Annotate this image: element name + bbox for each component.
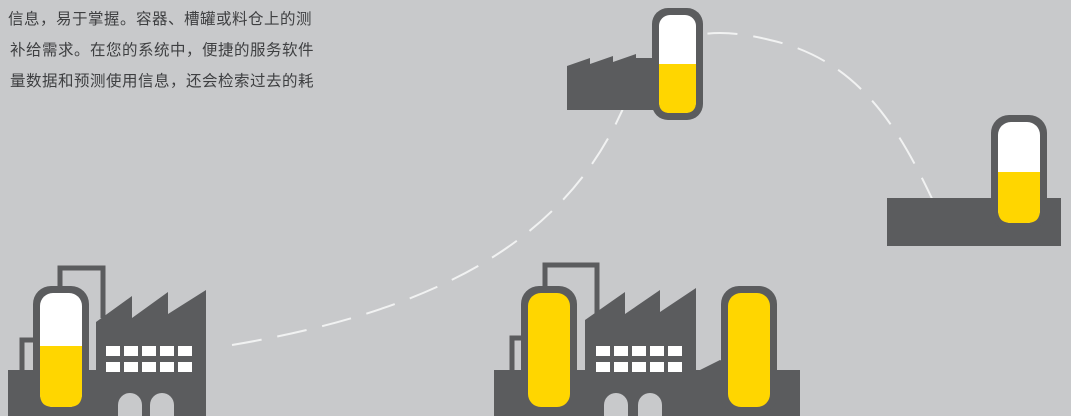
center-factory [494, 262, 800, 416]
top-factory-tank-level [659, 64, 696, 113]
left-factory-arches [118, 393, 174, 416]
left-factory-tank [33, 286, 89, 414]
intro-line-3: 量数据和预测使用信息，还会检索过去的耗 [10, 72, 315, 90]
right-depot-tank [991, 115, 1047, 230]
top-factory-tank [652, 8, 703, 120]
center-factory-arches [604, 393, 662, 416]
left-factory-tank-level [40, 346, 82, 407]
left-factory-pipe [57, 265, 106, 318]
right-depot [887, 115, 1061, 246]
intro-text: 信息，易于掌握。容器、槽罐或料仓上的测 补给需求。在您的系统中，便捷的服务软件 … [8, 4, 468, 97]
intro-line-2: 补给需求。在您的系统中，便捷的服务软件 [10, 41, 315, 59]
center-factory-windows [596, 346, 682, 372]
left-factory-pipe-2 [19, 337, 38, 372]
right-depot-tank-level [998, 172, 1040, 223]
center-factory-tank-right [721, 286, 777, 414]
top-factory [567, 8, 703, 120]
intro-line-1: 信息，易于掌握。容器、槽罐或料仓上的测 [8, 10, 313, 28]
top-factory-building [567, 54, 660, 110]
left-factory-windows [106, 346, 192, 372]
center-factory-tank-left [521, 286, 577, 414]
dashed-route [231, 32, 936, 346]
center-factory-pipe [542, 262, 600, 318]
left-factory [8, 265, 206, 416]
